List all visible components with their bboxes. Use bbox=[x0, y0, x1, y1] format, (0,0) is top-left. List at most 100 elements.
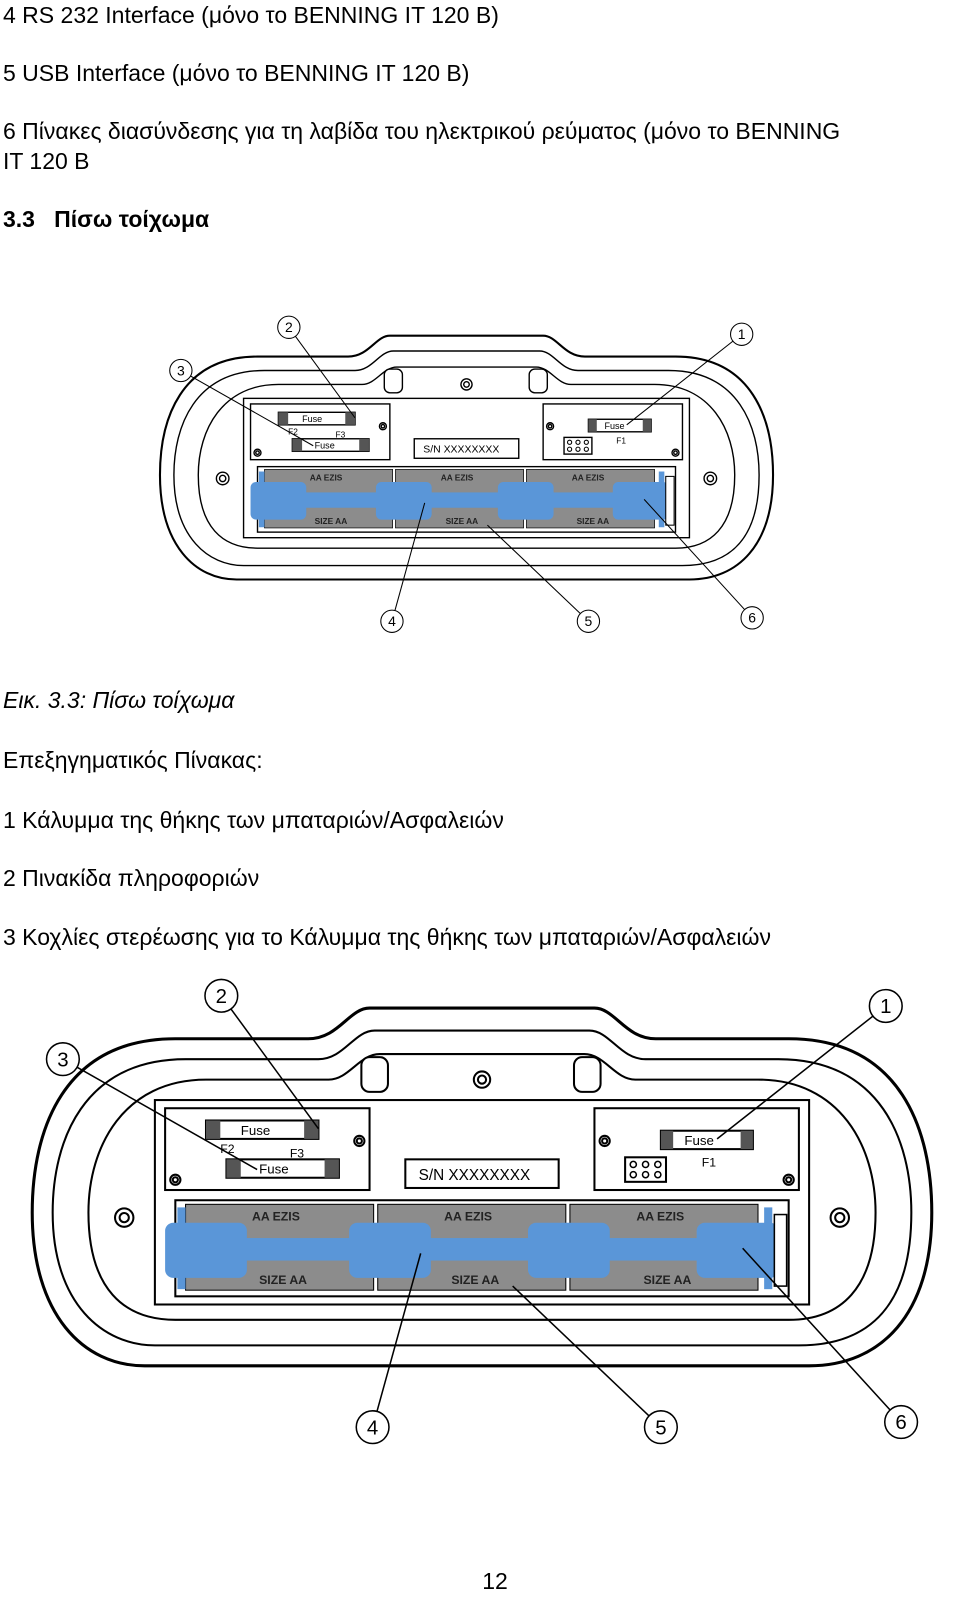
fuse-cap bbox=[642, 419, 652, 432]
callout-5: 5 bbox=[487, 524, 601, 633]
fuse-f3-label: F3 bbox=[290, 1146, 304, 1160]
callout-3: 3 bbox=[45, 1042, 258, 1171]
battery-bottom-label: SIZE AA bbox=[315, 516, 348, 526]
screw-icon bbox=[378, 422, 388, 431]
connector-pin bbox=[583, 446, 589, 452]
callout-number: 6 bbox=[895, 1411, 906, 1434]
serial-number-label: S/N XXXXXXXX bbox=[419, 1167, 531, 1184]
fuse-f1-label: F1 bbox=[702, 1156, 716, 1170]
callout-number: 4 bbox=[367, 1416, 378, 1439]
legend-item-2: 2 Πινακίδα πληροφοριών bbox=[3, 865, 260, 891]
fuse-label: Fuse bbox=[259, 1162, 289, 1177]
callout-2: 2 bbox=[204, 978, 320, 1130]
callout-6: 6 bbox=[742, 1247, 919, 1440]
info-plate bbox=[404, 1158, 560, 1189]
section-heading: 3.3 Πίσω τοίχωμα bbox=[3, 206, 210, 232]
screw-icon bbox=[460, 378, 473, 391]
intro-item-5: 5 USB Interface (μόνο το BENNING IT 120 … bbox=[3, 60, 470, 86]
fuse-f2-label: F2 bbox=[220, 1142, 234, 1156]
callout-1: 1 bbox=[716, 988, 903, 1140]
connector-pin bbox=[653, 1160, 662, 1169]
legend-title: Επεξηγηματικός Πίνακας: bbox=[3, 747, 263, 773]
legend-item-1: 1 Κάλυμμα της θήκης των μπαταριών/Ασφαλε… bbox=[3, 807, 504, 833]
fuse-f1-label: F1 bbox=[616, 436, 626, 446]
callout-3: 3 bbox=[169, 358, 314, 447]
housing-outline bbox=[30, 1006, 934, 1368]
callout-number: 1 bbox=[738, 326, 746, 342]
battery-blue-cell bbox=[349, 1222, 431, 1278]
battery-latch bbox=[665, 475, 675, 526]
fuse-label: Fuse bbox=[684, 1133, 714, 1148]
battery-blue-cell bbox=[250, 481, 307, 520]
battery-top-label: AA EZIS bbox=[636, 1210, 684, 1224]
screw-icon bbox=[782, 1173, 795, 1186]
battery-top-label: AA EZIS bbox=[310, 473, 343, 483]
callout-number: 1 bbox=[880, 995, 891, 1018]
legend-item-3: 3 Κοχλίες στερέωσης για το Κάλυμμα της θ… bbox=[3, 924, 771, 950]
fuse-cap bbox=[740, 1130, 753, 1150]
battery-blue-band bbox=[264, 492, 655, 508]
callout-1: 1 bbox=[626, 322, 754, 426]
callout-number: 5 bbox=[655, 1416, 666, 1439]
connector-pin bbox=[653, 1170, 662, 1179]
fuse-cap bbox=[324, 1159, 339, 1178]
mount-tab bbox=[572, 1056, 602, 1093]
fuse-label: Fuse bbox=[302, 414, 322, 424]
screw-icon bbox=[598, 1134, 611, 1148]
battery-blue-band bbox=[185, 1238, 759, 1261]
battery-bottom-label: SIZE AA bbox=[259, 1273, 307, 1287]
connector-pin bbox=[575, 446, 581, 452]
intro-item-6: 6 Πίνακες διασύνδεσης για τη λαβίδα του … bbox=[3, 118, 841, 144]
battery-contact bbox=[764, 1207, 773, 1290]
callout-5: 5 bbox=[512, 1285, 679, 1445]
fuse-cap bbox=[206, 1120, 221, 1139]
battery-contact bbox=[177, 1207, 186, 1290]
screw-icon bbox=[829, 1207, 850, 1228]
connector-pin bbox=[641, 1170, 650, 1179]
fuse-cap bbox=[660, 1130, 674, 1150]
battery-latch bbox=[773, 1213, 788, 1287]
fuse-label: Fuse bbox=[315, 441, 335, 451]
fuse-cap bbox=[588, 419, 597, 432]
fuse-cap bbox=[292, 438, 303, 452]
battery-top-label: AA EZIS bbox=[252, 1210, 300, 1224]
fuse-cap bbox=[359, 438, 369, 452]
battery-bottom-label: SIZE AA bbox=[446, 516, 479, 526]
battery-bottom-label: SIZE AA bbox=[451, 1273, 499, 1287]
connector-pin bbox=[566, 439, 573, 445]
battery-top-label: AA EZIS bbox=[572, 473, 605, 483]
callout-6: 6 bbox=[643, 499, 764, 630]
connector-pin bbox=[583, 439, 589, 445]
screw-icon bbox=[114, 1207, 135, 1228]
screw-icon bbox=[253, 448, 262, 457]
callout-number: 2 bbox=[216, 985, 227, 1008]
fuse-cap bbox=[226, 1159, 241, 1178]
callout-2: 2 bbox=[277, 315, 356, 419]
fuse-cap bbox=[304, 1120, 319, 1139]
fuse-cap bbox=[278, 412, 289, 425]
battery-top-label: AA EZIS bbox=[444, 1210, 492, 1224]
battery-blue-cell bbox=[528, 1222, 610, 1278]
battery-blue-cell bbox=[497, 481, 554, 520]
screw-icon bbox=[169, 1173, 182, 1186]
fuse-cap bbox=[345, 412, 356, 425]
battery-contact bbox=[658, 471, 665, 528]
callout-number: 2 bbox=[285, 319, 293, 335]
callout-number: 3 bbox=[57, 1048, 68, 1071]
callout-4: 4 bbox=[380, 502, 426, 633]
battery-contact bbox=[258, 471, 265, 528]
callout-number: 4 bbox=[388, 613, 396, 629]
battery-blue-cell bbox=[375, 481, 432, 520]
handle-outline bbox=[197, 366, 736, 549]
intro-item-6-cont: IT 120 B bbox=[3, 148, 90, 174]
callout-number: 3 bbox=[177, 362, 185, 378]
serial-number-label: S/N XXXXXXXX bbox=[423, 445, 499, 456]
fuse-f3-label: F3 bbox=[336, 429, 346, 439]
connector-pin bbox=[566, 446, 573, 452]
screw-icon bbox=[215, 471, 230, 486]
connector-pin bbox=[629, 1170, 638, 1179]
fuse-f2-label: F2 bbox=[288, 427, 298, 437]
connector-pin bbox=[629, 1160, 638, 1169]
